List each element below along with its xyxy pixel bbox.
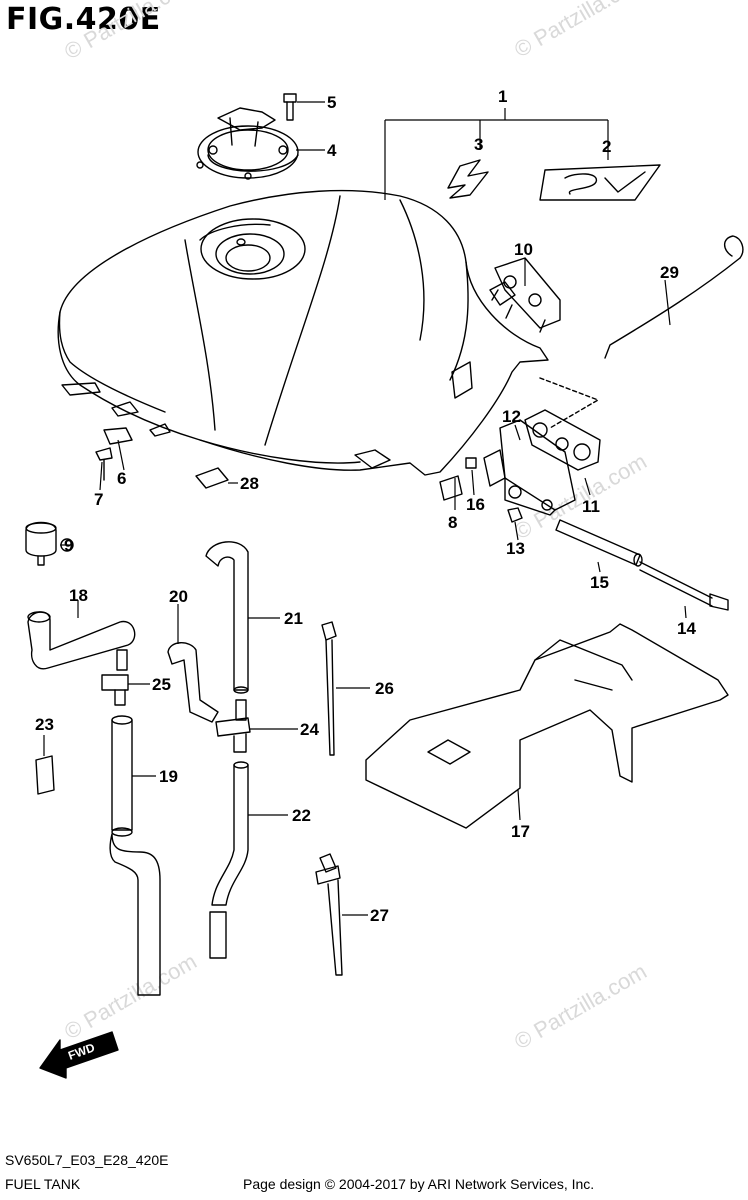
suzuki-emblem — [447, 159, 489, 199]
cap-bolt — [283, 93, 297, 121]
callout-11: 11 — [582, 497, 600, 516]
callout-6: 6 — [117, 469, 126, 488]
callout-24: 24 — [300, 720, 319, 739]
nut-13 — [507, 507, 523, 523]
heat-shield — [365, 623, 729, 829]
callout-1: 1 — [498, 87, 507, 106]
prop-rod — [604, 235, 744, 359]
cable-tie-26 — [321, 621, 337, 756]
callout-9: 9 — [64, 536, 73, 555]
watermark-text: © Partzilla.com — [60, 0, 201, 64]
fuel-tank — [57, 189, 549, 476]
watermarks: © Partzilla.com © Partzilla.com © Partzi… — [60, 0, 651, 1054]
label-23 — [35, 755, 55, 795]
callout-13: 13 — [506, 539, 525, 558]
callout-22: 22 — [292, 806, 311, 825]
callout-7: 7 — [94, 490, 103, 509]
clamp-parts — [95, 427, 133, 481]
callout-16: 16 — [466, 495, 485, 514]
watermark-text: © Partzilla.com — [510, 0, 651, 62]
diagram-code: SV650L7_E03_E28_420E — [5, 1152, 169, 1168]
watermark-text: © Partzilla.com — [60, 949, 201, 1045]
callout-5: 5 — [327, 93, 336, 112]
joint-24 — [215, 699, 251, 753]
figure-title: FIG.420E — [6, 2, 161, 37]
small-parts — [439, 457, 523, 523]
watermark-text: © Partzilla.com — [510, 959, 651, 1055]
callout-18: 18 — [69, 586, 88, 605]
hose-18 — [27, 611, 136, 670]
fwd-arrow-icon — [39, 1031, 119, 1079]
callout-29: 29 — [660, 263, 679, 282]
callout-25: 25 — [152, 675, 171, 694]
callout-4: 4 — [327, 141, 337, 160]
callout-28: 28 — [240, 474, 259, 493]
pad — [195, 467, 229, 489]
callout-21: 21 — [284, 609, 303, 628]
callout-14: 14 — [677, 619, 696, 638]
pivot-shaft — [555, 519, 643, 567]
diagram-name: FUEL TANK — [5, 1176, 81, 1192]
callout-27: 27 — [370, 906, 389, 925]
hinge-assembly — [483, 409, 601, 516]
rear-bracket — [491, 257, 561, 333]
sv-emblem — [539, 164, 661, 201]
callout-20: 20 — [169, 587, 188, 606]
cable-tie-27 — [315, 853, 343, 976]
callout-10: 10 — [514, 240, 533, 259]
callout-15: 15 — [590, 573, 609, 592]
callout-23: 23 — [35, 715, 54, 734]
joint-25 — [101, 649, 129, 706]
hose-21 — [205, 541, 249, 694]
callouts: 1 2 3 4 5 6 7 8 9 10 11 12 13 14 15 16 1… — [35, 87, 696, 925]
callout-8: 8 — [448, 513, 457, 532]
hose-19 — [109, 715, 161, 996]
callout-2: 2 — [602, 137, 611, 156]
callout-12: 12 — [502, 407, 521, 426]
leader-lines — [43, 101, 687, 916]
callout-26: 26 — [375, 679, 394, 698]
watermark-text: © Partzilla.com — [510, 449, 651, 545]
hose-22 — [209, 761, 249, 959]
grommet-16 — [465, 457, 477, 469]
cushion-8 — [439, 475, 463, 501]
fuel-cap — [196, 107, 299, 180]
callout-3: 3 — [474, 135, 483, 154]
assembly-leader — [539, 377, 599, 429]
copyright-credit: Page design © 2004-2017 by ARI Network S… — [243, 1176, 595, 1192]
callout-19: 19 — [159, 767, 178, 786]
pivot-bolt — [639, 561, 729, 611]
hose-20 — [167, 642, 219, 723]
callout-17: 17 — [511, 822, 530, 841]
